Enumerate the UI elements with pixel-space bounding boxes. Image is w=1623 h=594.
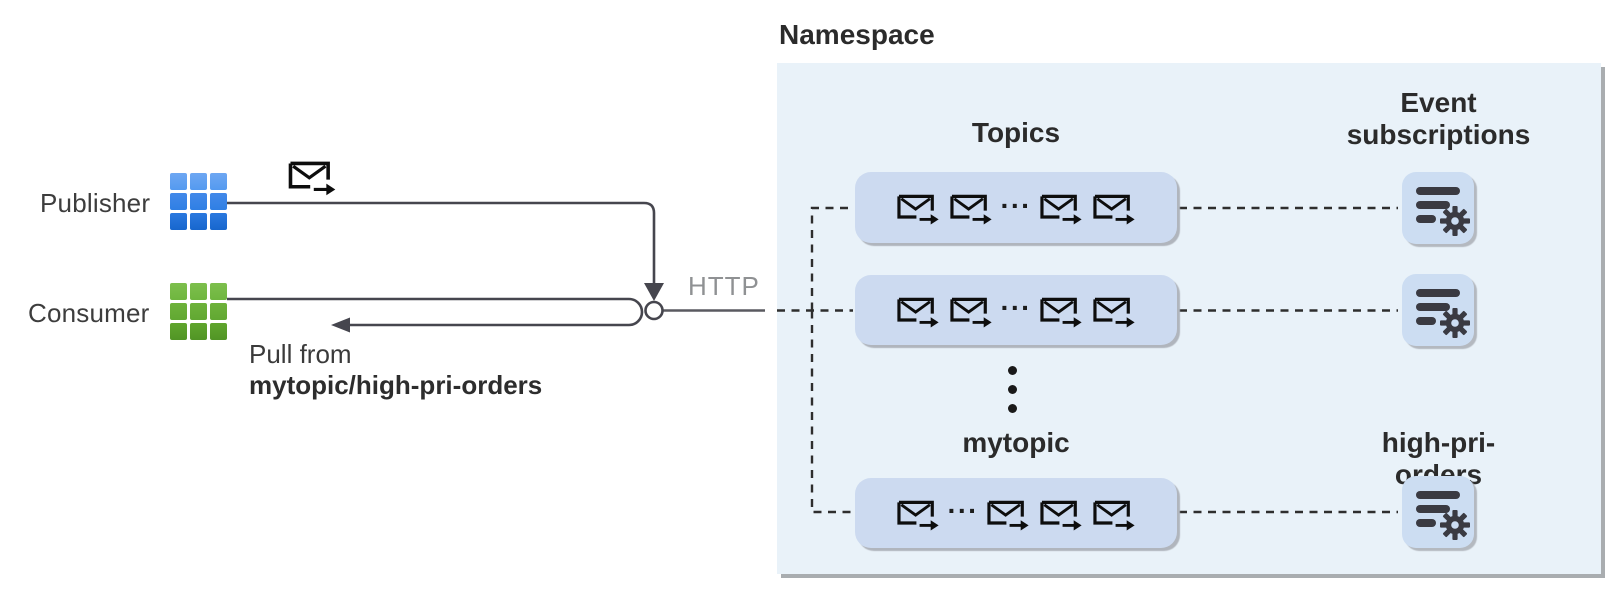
namespace-dashed-links xyxy=(777,206,1398,514)
publisher-label: Publisher xyxy=(40,188,151,218)
pull-from-line1: Pull from xyxy=(249,339,352,369)
envelope-icon xyxy=(948,292,994,329)
envelope-icon xyxy=(895,189,941,226)
envelope-icon xyxy=(895,495,941,532)
http-endpoint-circle xyxy=(644,300,664,321)
topic-row-mytopic: ··· xyxy=(855,478,1177,548)
row-ellipsis: ··· xyxy=(1000,292,1032,323)
row-ellipsis: ··· xyxy=(1000,189,1032,221)
pull-from-path: mytopic/high-pri-orders xyxy=(249,370,543,400)
filter-gear-icon xyxy=(1402,476,1474,548)
more-topics-ellipsis xyxy=(1008,366,1017,413)
event-message-icon xyxy=(286,156,338,196)
event-subscriptions-heading: Event subscriptions xyxy=(1346,87,1531,151)
event-subscription-icon-2 xyxy=(1402,274,1474,346)
consumer-label: Consumer xyxy=(28,298,150,328)
consumer-pull-loop-line xyxy=(227,297,644,327)
envelope-icon xyxy=(1038,189,1084,226)
event-subscription-icon-high-pri-orders xyxy=(1402,476,1474,548)
row-ellipsis: ··· xyxy=(947,495,979,526)
topic-row-2: ··· xyxy=(855,275,1177,345)
envelope-icon xyxy=(1091,495,1137,532)
envelope-icon xyxy=(1038,495,1084,532)
event-subscription-icon-1 xyxy=(1402,172,1474,244)
http-label: HTTP xyxy=(688,271,760,301)
envelope-icon xyxy=(1091,292,1137,329)
filter-gear-icon xyxy=(1402,172,1474,244)
topic-row-1: ··· xyxy=(855,172,1177,243)
namespace-title: Namespace xyxy=(779,19,935,50)
envelope-icon xyxy=(985,495,1031,532)
filter-gear-icon xyxy=(1402,274,1474,346)
pull-from-caption: Pull from mytopic/high-pri-orders xyxy=(249,339,542,401)
left-arrowhead-icon xyxy=(331,317,350,333)
envelope-icon xyxy=(1038,292,1084,329)
consumer-app-icon xyxy=(170,283,227,340)
envelope-icon xyxy=(948,189,994,226)
envelope-icon xyxy=(895,292,941,329)
publisher-to-endpoint-line xyxy=(227,201,656,283)
envelope-icon xyxy=(1091,189,1137,226)
topics-heading: Topics xyxy=(971,117,1061,148)
mytopic-label: mytopic xyxy=(962,427,1070,458)
down-arrowhead-icon xyxy=(644,283,664,301)
publisher-app-icon xyxy=(170,173,227,230)
